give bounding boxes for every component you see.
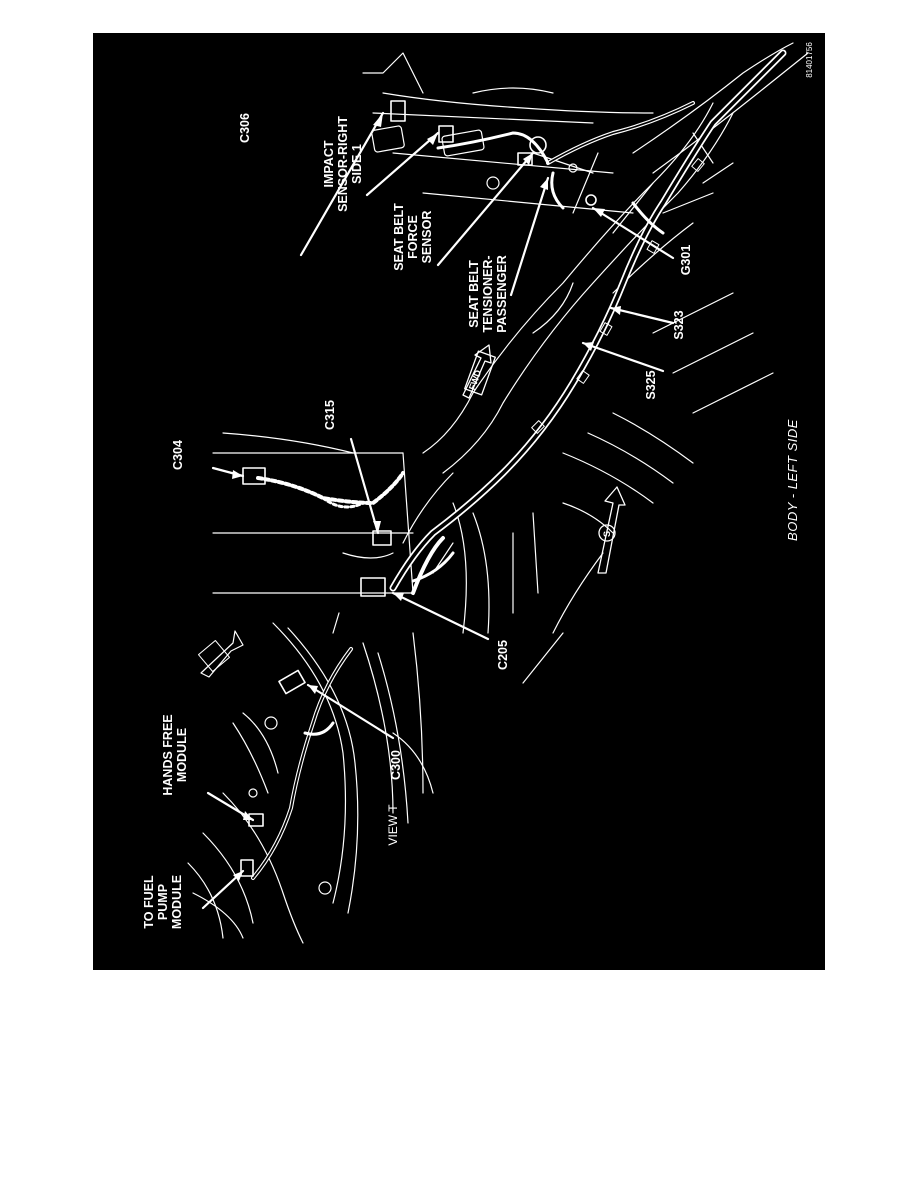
connectors [242,100,597,597]
label-s323: S323 [672,310,686,340]
label-s325: S325 [644,370,658,400]
label-to-fuel-pump-module: TO FUEL PUMP MODULE [142,874,184,930]
s-arrow-label: S [602,531,612,538]
label-seat-belt-tensioner: SEAT BELT TENSIONER- PASSENGER [467,255,509,333]
label-g301: G301 [679,244,693,276]
main-harness [256,49,787,595]
c315-connector [372,530,392,546]
wiring-illustration [187,42,809,944]
figure-id: 81401756 [805,42,814,78]
diagram-panel: C306 IMPACT SENSOR-RIGHT SIDE 1 SEAT BEL… [93,33,825,970]
impact-sensor-connector [438,125,454,143]
label-c306: C306 [238,113,252,143]
leader-arrowheads [232,113,621,881]
label-c300: C300 [389,750,403,780]
label-view-t: VIEW T [386,804,400,846]
label-seat-belt-force-sensor: SEAT BELT FORCE SENSOR [392,203,434,271]
s-arrow [597,486,626,574]
c205-connector [360,577,386,597]
label-c304: C304 [171,440,185,470]
label-impact-sensor: IMPACT SENSOR-RIGHT SIDE 1 [322,116,364,212]
fwd-arrow [462,344,496,399]
view-t-inset [187,612,434,944]
diagram-caption: BODY - LEFT SIDE [785,419,800,541]
c306-connector [390,100,406,122]
leader-lines [201,111,675,910]
label-c315: C315 [323,400,337,430]
label-hands-free-module: HANDS FREE MODULE [161,714,189,796]
label-c205: C205 [496,640,510,670]
c304-connector [242,467,266,485]
g301-ground [585,194,597,206]
force-sensor-connector [529,136,547,154]
body-structure [212,42,809,684]
tensioner-connector [517,152,533,166]
